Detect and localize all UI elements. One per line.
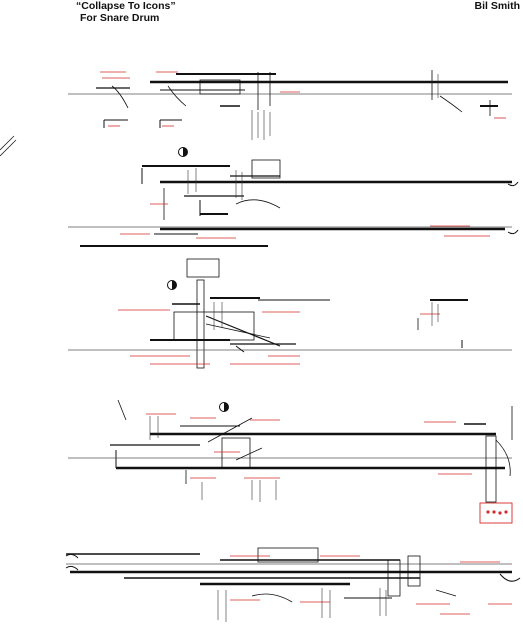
piece-title: “Collapse To Icons” For Snare Drum bbox=[76, 0, 176, 24]
score-system-2 bbox=[68, 147, 519, 247]
score-system-4 bbox=[68, 399, 513, 524]
score-system-3 bbox=[68, 258, 512, 369]
title-line-1: “Collapse To Icons” bbox=[76, 0, 176, 12]
score-system-5 bbox=[65, 547, 521, 622]
score-system-1 bbox=[68, 70, 512, 140]
red-annotation-box bbox=[479, 502, 513, 524]
composer-name: Bil Smith bbox=[474, 0, 520, 12]
stray-stroke bbox=[0, 135, 17, 157]
title-line-2: For Snare Drum bbox=[80, 12, 160, 24]
